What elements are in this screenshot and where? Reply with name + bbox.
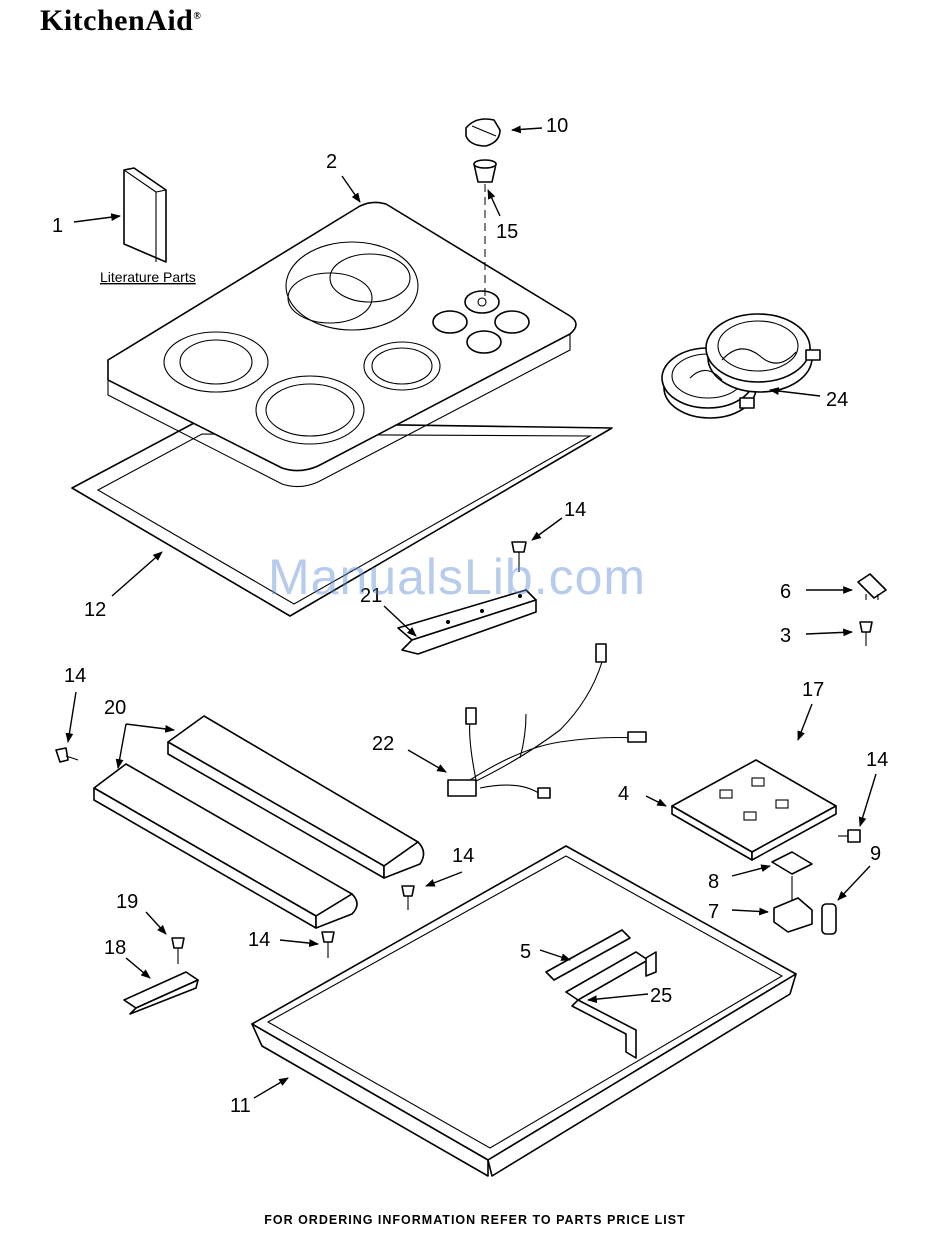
callout-22: 22 [372, 733, 394, 755]
screw [838, 830, 860, 842]
callout-14: 14 [64, 665, 86, 687]
callout-14: 14 [248, 929, 270, 951]
callout-25: 25 [650, 985, 672, 1007]
bracket-screw [172, 938, 184, 964]
callout-18: 18 [104, 937, 126, 959]
callout-14: 14 [866, 749, 888, 771]
callout-2: 2 [326, 151, 337, 173]
callout-19: 19 [116, 891, 138, 913]
literature-part [124, 168, 166, 262]
control-bracket [672, 760, 836, 860]
callout-14: 14 [564, 499, 586, 521]
callout-11: 11 [230, 1095, 251, 1117]
callout-15: 15 [496, 221, 518, 243]
switch [774, 876, 812, 932]
watermark: ManualsLib.com [268, 548, 646, 606]
callout-6: 6 [780, 581, 791, 603]
literature-parts-label: Literature Parts [100, 269, 196, 285]
callout-20: 20 [104, 697, 126, 719]
callout-8: 8 [708, 871, 719, 893]
wire-harness [448, 644, 646, 798]
control-knob [466, 119, 500, 146]
callout-1: 1 [52, 215, 63, 237]
callout-24: 24 [826, 389, 848, 411]
fuse [822, 904, 836, 934]
callout-12: 12 [84, 599, 106, 621]
callout-9: 9 [870, 843, 881, 865]
knob-insert [474, 160, 496, 182]
small-bracket [124, 972, 198, 1014]
screw [402, 886, 414, 910]
mounting-screw [860, 622, 872, 646]
callout-5: 5 [520, 941, 531, 963]
callout-10: 10 [546, 115, 568, 137]
callout-4: 4 [618, 783, 629, 805]
callout-17: 17 [802, 679, 824, 701]
callout-7: 7 [708, 901, 719, 923]
switch-plate [772, 852, 812, 874]
screw [56, 748, 78, 762]
footer-note: FOR ORDERING INFORMATION REFER TO PARTS … [0, 1213, 950, 1227]
radiant-element [662, 314, 820, 418]
callout-14: 14 [452, 845, 474, 867]
mounting-clip [858, 574, 886, 600]
callout-3: 3 [780, 625, 791, 647]
screw [322, 932, 334, 958]
